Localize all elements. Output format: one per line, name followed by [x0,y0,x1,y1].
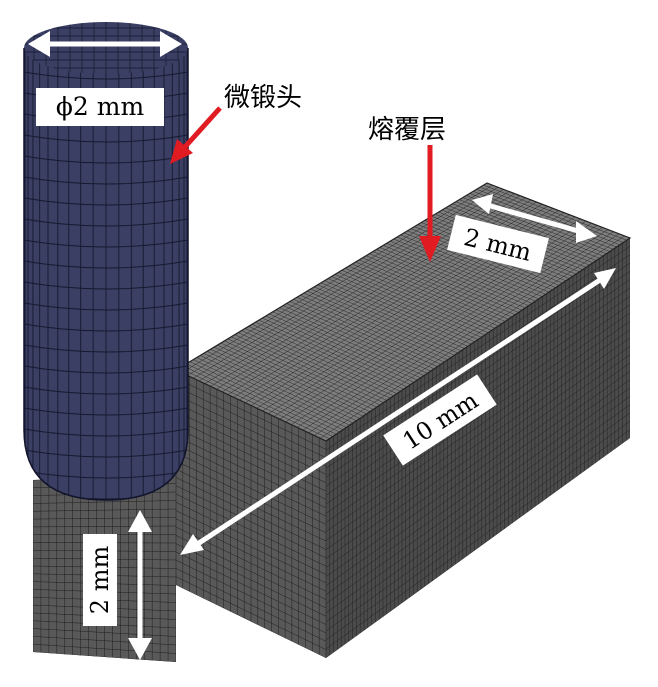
block-height-text: 2 mm [86,546,114,615]
cladding-layer-text: 熔覆层 [368,115,446,145]
tool-diameter-text: ϕ2 mm [56,92,145,121]
label-block-height: 2 mm [83,534,117,626]
label-tool-diameter: ϕ2 mm [36,88,164,126]
tool-name-text: 微锻头 [224,83,302,113]
